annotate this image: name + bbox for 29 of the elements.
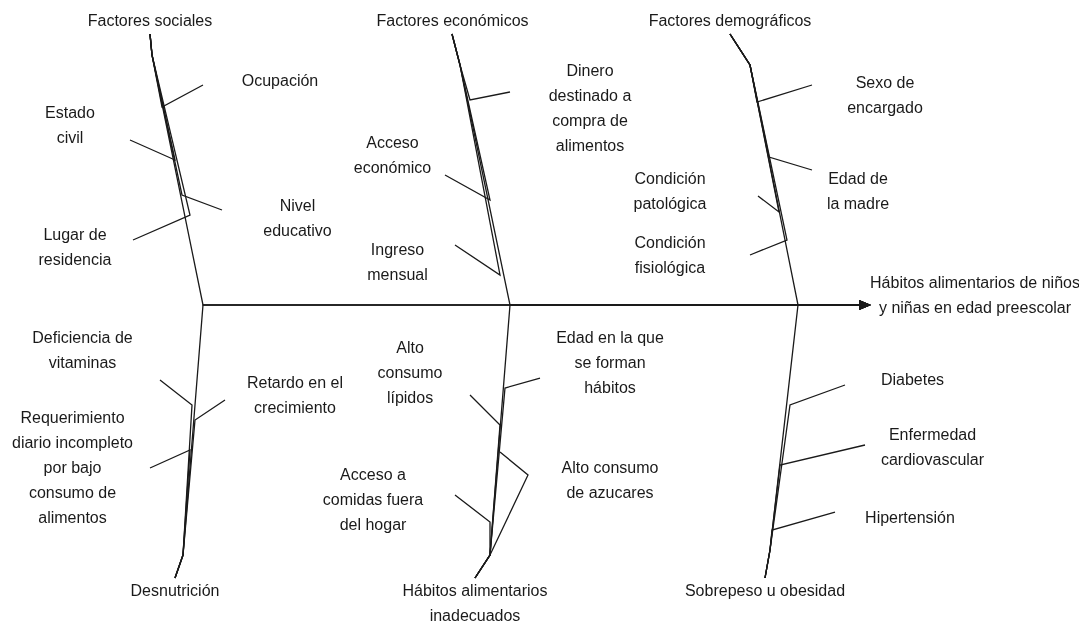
cause-label: Edad de la madre xyxy=(822,166,894,216)
cause-label: Enfermedad cardiovascular xyxy=(860,422,1005,472)
cause-label: Requerimiento diario incompleto por bajo consumo de alimentos xyxy=(10,405,135,530)
cause-label: Dinero destinado a compra de alimentos xyxy=(540,58,640,158)
cause-label: Deficiencia de vitaminas xyxy=(20,325,145,375)
cause-label: Nivel educativo xyxy=(250,193,345,243)
category-label: Factores sociales xyxy=(60,8,240,33)
cause-label: Alto consumo de azucares xyxy=(555,455,665,505)
cause-label: Retardo en el crecimiento xyxy=(240,370,350,420)
cause-label: Hipertensión xyxy=(845,505,975,530)
cause-label: Estado civil xyxy=(30,100,110,150)
category-label: Desnutrición xyxy=(110,578,240,603)
cause-label: Condición fisiológica xyxy=(615,230,725,280)
fishbone-bone-arrow xyxy=(764,300,871,579)
cause-label: Edad en la que se forman hábitos xyxy=(555,325,665,400)
category-label: Factores demográficos xyxy=(630,8,830,33)
cause-label: Ingreso mensual xyxy=(355,237,440,287)
category-label: Factores económicos xyxy=(345,8,560,33)
cause-label: Condición patológica xyxy=(615,166,725,216)
cause-label: Acceso económico xyxy=(335,130,450,180)
category-label: Sobrepeso u obesidad xyxy=(655,578,875,603)
cause-label: Sexo de encargado xyxy=(830,70,940,120)
cause-label: Lugar de residencia xyxy=(20,222,130,272)
effect-label: Hábitos alimentarios de niños y niñas en edad preescolar xyxy=(870,270,1079,320)
cause-label: Acceso a comidas fuera del hogar xyxy=(318,462,428,537)
cause-label: Diabetes xyxy=(860,367,965,392)
cause-label: Ocupación xyxy=(225,68,335,93)
category-label: Hábitos alimentarios inadecuados xyxy=(375,578,575,623)
cause-label: Alto consumo lípidos xyxy=(370,335,450,410)
